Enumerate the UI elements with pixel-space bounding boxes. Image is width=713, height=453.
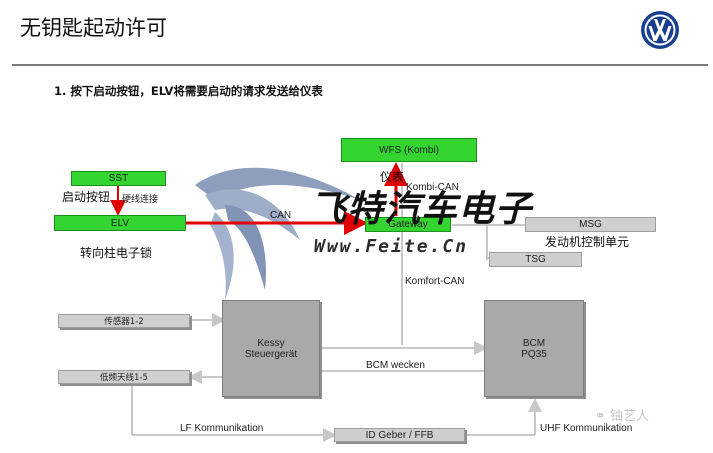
- elv-box: ELV: [54, 215, 186, 231]
- wechat-icon: ⚭: [595, 409, 606, 424]
- sensor-box: 传感器1-2: [58, 314, 190, 328]
- sst-box: SST: [71, 171, 166, 186]
- title-divider: [12, 64, 708, 66]
- start-button-label: 启动按钮: [62, 190, 111, 204]
- komfort-can-label: Komfort-CAN: [405, 276, 465, 287]
- engine-ecu-label: 发动机控制单元: [545, 235, 630, 249]
- feite-watermark-text: 飞特汽车电子: [310, 189, 533, 230]
- msg-box: MSG: [525, 217, 656, 232]
- pq35-label: PQ35: [521, 348, 547, 360]
- uhf-kommunikation-label: UHF Kommunikation: [540, 423, 633, 434]
- swoosh-watermark-icon: [195, 167, 360, 300]
- bcm-label: BCM: [522, 337, 546, 349]
- lf-kommunikation-label: LF Kommunikation: [180, 423, 264, 434]
- kessy-label: Kessy: [257, 337, 285, 349]
- vw-logo-icon: [641, 11, 679, 49]
- step-description: 1. 按下启动按钮，ELV将需要启动的请求发送给仪表: [54, 84, 323, 98]
- kessy-sub-label: Steuergerät: [244, 348, 298, 360]
- tsg-box: TSG: [489, 252, 582, 267]
- bcm-wecken-label: BCM wecken: [366, 360, 425, 371]
- feite-url-watermark: Www.Feite.Cn: [314, 236, 469, 257]
- can-label: CAN: [270, 210, 292, 221]
- kessy-steuergeraet-box: Kessy Steuergerät: [222, 300, 320, 397]
- wfs-kombi-box: WFS (Kombi): [341, 138, 477, 162]
- hardwire-label: 硬线连接: [122, 195, 159, 205]
- page-title: 无钥匙起动许可: [20, 16, 167, 40]
- gateway-box: Gateway: [365, 217, 451, 232]
- bcm-box: BCM PQ35: [484, 300, 584, 397]
- wechat-account-label: 铀艺人: [610, 409, 650, 424]
- wechat-watermark: ⚭ 铀艺人: [595, 405, 649, 424]
- steering-lock-label: 转向柱电子锁: [80, 246, 153, 260]
- antenna-box: 低频天线1-5: [58, 370, 190, 384]
- id-geber-ffb-box: ID Geber / FFB: [334, 428, 465, 442]
- dashboard-label: 仪表: [380, 170, 405, 184]
- kombi-can-label: Kombi-CAN: [406, 182, 459, 193]
